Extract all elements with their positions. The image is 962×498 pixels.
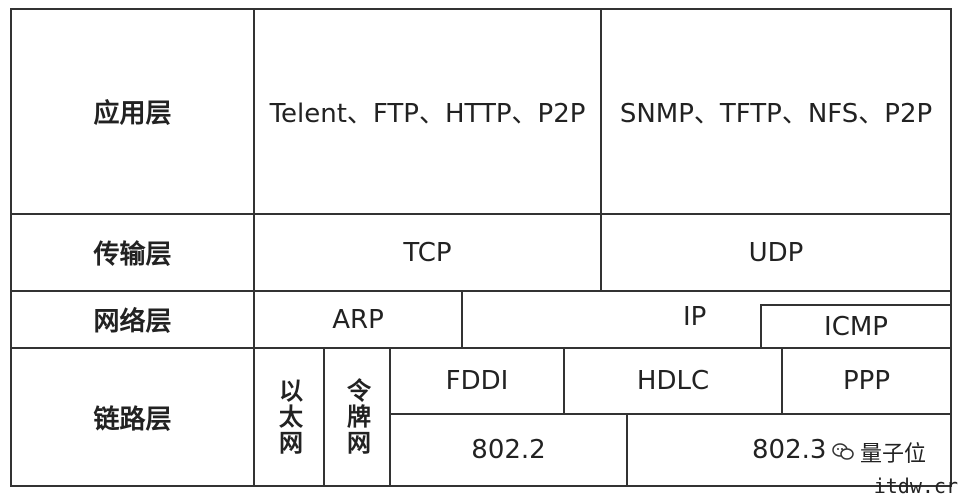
protocol-text: PPP (842, 366, 891, 396)
link-token-ring: 令牌网 (323, 347, 391, 487)
layer-label-text: 网络层 (93, 307, 172, 337)
transport-udp: UDP (600, 213, 952, 292)
layer-label-text: 链路层 (93, 404, 172, 435)
watermark-text: 量子位 (859, 442, 926, 467)
protocol-text: 802.3 (752, 435, 827, 465)
layer-label-text: 应用层 (93, 99, 172, 129)
link-802-2: 802.2 (389, 413, 628, 487)
network-icmp: ICMP (760, 304, 952, 349)
protocol-text: 令牌网 (342, 378, 371, 456)
link-fddi: FDDI (389, 347, 565, 415)
protocol-text: SNMP、TFTP、NFS、P2P (619, 99, 933, 129)
site-url: itdw.cr (873, 474, 958, 498)
protocol-text: 802.2 (471, 435, 546, 465)
protocol-text: ARP (332, 304, 384, 335)
protocol-text: TCP (403, 237, 452, 268)
protocol-text: UDP (748, 237, 804, 268)
protocol-text: Telent、FTP、HTTP、P2P (269, 99, 586, 129)
link-hdlc: HDLC (563, 347, 783, 415)
protocol-text: 以太网 (274, 378, 303, 456)
link-ethernet: 以太网 (253, 347, 325, 487)
layer-label-network: 网络层 (10, 290, 255, 349)
layer-label-text: 传输层 (93, 240, 172, 270)
application-tcp-protocols: Telent、FTP、HTTP、P2P (253, 8, 602, 215)
watermark: 量子位 (825, 434, 932, 470)
layer-label-transport: 传输层 (10, 213, 255, 292)
wechat-icon (832, 443, 854, 461)
layer-label-link: 链路层 (10, 347, 255, 487)
protocol-text: IP (683, 302, 707, 332)
protocol-text: HDLC (636, 366, 710, 396)
protocol-text: FDDI (445, 366, 509, 396)
transport-tcp: TCP (253, 213, 602, 292)
protocol-text: ICMP (824, 311, 888, 342)
network-arp: ARP (253, 290, 463, 349)
link-ppp: PPP (781, 347, 952, 415)
layer-label-application: 应用层 (10, 8, 255, 215)
application-udp-protocols: SNMP、TFTP、NFS、P2P (600, 8, 952, 215)
